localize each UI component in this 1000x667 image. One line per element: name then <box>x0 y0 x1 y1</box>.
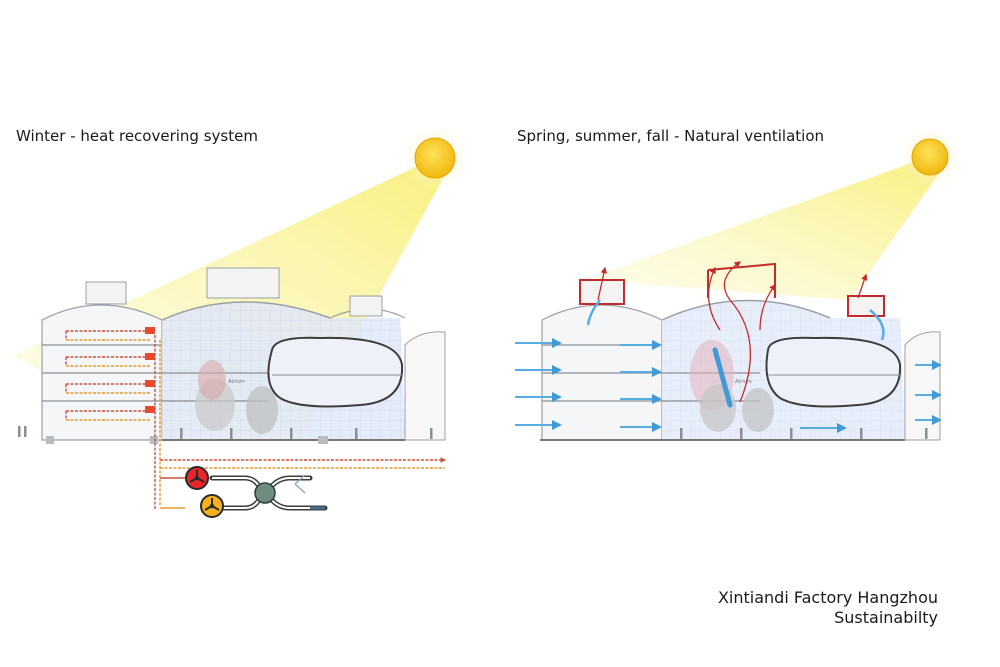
atrium-label-right: Atrium <box>735 379 752 385</box>
project-title: Xintiandi Factory Hangzhou <box>717 588 938 607</box>
atrium-label-left: Atrium <box>228 379 245 385</box>
atrium-right: Atrium <box>540 262 905 441</box>
exhaust-arrows <box>597 261 868 403</box>
airflow-arrows <box>515 299 942 433</box>
atrium-left: Atrium <box>161 267 406 444</box>
fan-icon <box>185 466 209 490</box>
natural-ventilation-caption: Spring, summer, fall - Natural ventilati… <box>517 127 825 145</box>
office-block-right <box>541 279 663 441</box>
sun-icon-right <box>900 127 960 187</box>
project-footer: Xintiandi Factory Hangzhou Sustainabilty <box>718 588 938 628</box>
people-right <box>680 428 928 439</box>
adjacent-building-right <box>904 331 941 441</box>
heat-units <box>145 327 155 413</box>
heat-ducts <box>65 330 161 510</box>
fan-icon-supply <box>200 494 224 518</box>
sunbeam-right <box>585 160 940 300</box>
sun-icon <box>403 126 467 190</box>
adjacent-building-left <box>404 331 446 441</box>
natural-ventilation-section: Atrium <box>515 127 960 441</box>
people-left <box>18 426 433 439</box>
heat-exchanger-icon <box>254 482 276 504</box>
winter-section: Atrium <box>12 126 467 518</box>
winter-caption: Winter - heat recovering system <box>16 127 258 145</box>
project-subtitle: Sustainabilty <box>834 608 938 627</box>
